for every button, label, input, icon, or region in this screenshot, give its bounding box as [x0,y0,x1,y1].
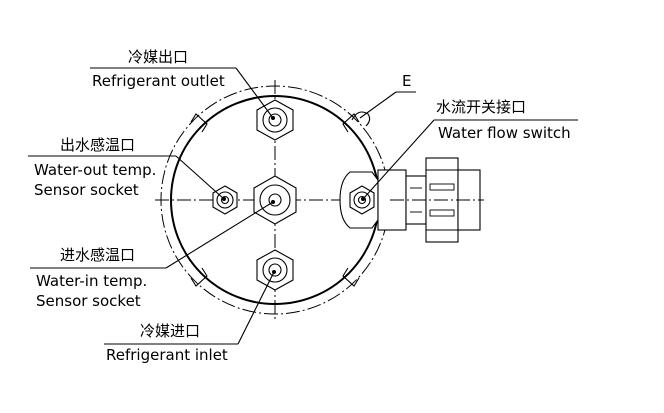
water-out-en2: Sensor socket [34,181,139,199]
label-water-out-sensor: 出水感温口 Water-out temp. Sensor socket [28,136,226,201]
lug-bottom-right [342,267,360,287]
water-in-en1: Water-in temp. [36,272,147,290]
refrigerant-inlet-fitting [256,249,294,291]
flow-switch-body [377,157,484,243]
label-refrigerant-inlet: 冷媒进口 Refrigerant inlet [104,270,276,364]
refrigerant-outlet-fitting [256,99,294,141]
water-flow-switch-cn: 水流开关接口 [436,98,526,116]
refrigerant-inlet-en: Refrigerant inlet [106,346,228,364]
label-water-flow-switch: 水流开关接口 Water flow switch [361,98,578,201]
lug-top-left [190,113,208,133]
label-water-in-sensor: 进水感温口 Water-in temp. Sensor socket [30,200,275,310]
water-flow-switch-en: Water flow switch [438,124,571,142]
center-sensor-fitting [253,175,297,225]
label-refrigerant-outlet: 冷媒出口 Refrigerant outlet [90,48,275,120]
water-in-en2: Sensor socket [36,292,141,310]
refrigerant-inlet-cn: 冷媒进口 [140,322,200,340]
marker-e-label: E [402,72,411,90]
lug-top-right [342,113,360,133]
refrigerant-outlet-cn: 冷媒出口 [128,48,188,66]
water-out-en1: Water-out temp. [34,161,156,179]
mounting-lugs [190,113,360,287]
water-in-cn: 进水感温口 [60,246,135,264]
lug-bottom-left [190,267,208,287]
flow-switch-boss [339,171,379,229]
refrigerant-outlet-en: Refrigerant outlet [92,72,225,90]
water-out-cn: 出水感温口 [60,136,135,154]
marker-e: E [351,72,416,127]
